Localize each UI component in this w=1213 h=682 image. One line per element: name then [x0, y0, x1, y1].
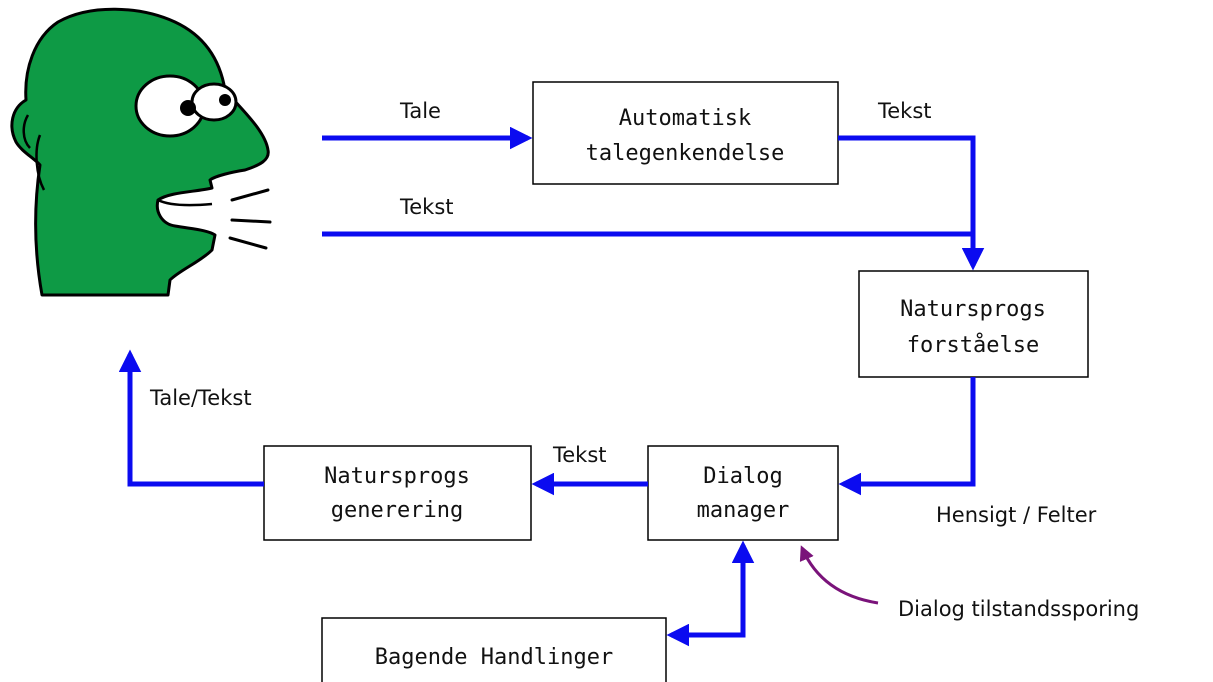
dialog-manager-line1: Dialog [703, 464, 782, 489]
asr-box-line2: talegenkendelse [586, 141, 785, 166]
dst-arrow [799, 545, 879, 605]
cartoon-head-icon [10, 7, 272, 297]
label-tekst-dm-out: Tekst [552, 443, 607, 467]
dialog-manager-line2: manager [697, 498, 790, 523]
asr-box: Automatisk talegenkendelse [532, 81, 839, 185]
backend-box: Bagende Handlinger [321, 617, 667, 682]
nlg-box: Natursprogs generering [263, 445, 532, 541]
nlu-to-dm-arrow [838, 377, 976, 496]
label-tale-tekst: Tale/Tekst [149, 386, 252, 410]
nlg-to-user-arrow [118, 349, 264, 487]
label-tale: Tale [399, 99, 441, 123]
nlu-box-line1: Natursprogs [900, 297, 1046, 322]
label-hensigt-felter: Hensigt / Felter [936, 503, 1097, 527]
asr-to-nlu-arrow [838, 135, 985, 271]
label-dialog-tilstandssporing: Dialog tilstandssporing [898, 597, 1139, 621]
nlg-box-line2: generering [331, 498, 463, 523]
nlg-box-line1: Natursprogs [324, 464, 470, 489]
nlu-box-line2: forståelse [907, 332, 1039, 358]
asr-box-line1: Automatisk [619, 106, 751, 131]
dialog-manager-box: Dialog manager [647, 445, 839, 541]
dm-backend-arrow [666, 540, 755, 647]
label-tekst-asr-out: Tekst [877, 99, 932, 123]
backend-box-label: Bagende Handlinger [375, 645, 613, 670]
label-tekst-direct: Tekst [399, 195, 454, 219]
nlu-box: Natursprogs forståelse [858, 270, 1089, 378]
